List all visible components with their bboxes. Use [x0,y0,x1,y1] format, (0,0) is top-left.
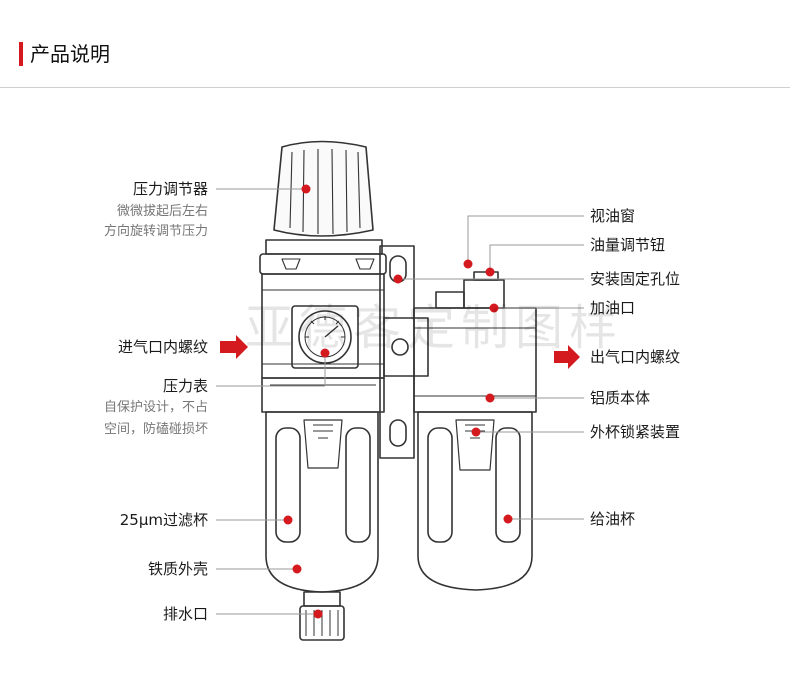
callout-dots [283,184,513,619]
label-inlet: 进气口内螺纹 [117,338,208,356]
label-drain: 排水口 [162,605,208,623]
outlet-arrow-icon [554,345,580,369]
label-bowl-lock: 外杯锁紧装置 [590,423,681,441]
callout-dot-icon [292,564,302,574]
callout-dot-icon [320,348,330,358]
callout-dot-icon [485,393,495,403]
regulator-desc-1: 微微拔起后左右 [116,204,208,219]
callout-dot-icon [283,515,293,525]
label-mount-hole: 安装固定孔位 [590,270,681,288]
inlet-arrow-icon [220,335,248,359]
label-aluminum-body: 铝质本体 [590,389,651,407]
title-divider [0,87,790,88]
title-accent-bar [19,42,23,66]
label-iron-shell: 铁质外壳 [147,560,208,578]
gauge-desc-2: 空间，防磕碰损坏 [103,422,208,437]
device-outline [259,140,537,641]
label-sight-window: 视油窗 [590,207,636,225]
label-outlet: 出气口内螺纹 [590,348,681,366]
regulator-desc-2: 方向旋转调节压力 [103,224,208,239]
label-oil-bowl: 给油杯 [590,510,636,528]
callout-dot-icon [301,184,311,194]
callout-dot-icon [489,303,499,313]
label-gauge: 压力表 [162,377,208,395]
leader-oil-knob [489,244,584,270]
gauge-desc-1: 自保护设计，不占 [103,400,208,415]
callout-dot-icon [471,427,481,437]
watermark: 亚德客定制图样 [245,300,624,356]
label-oil-fill: 加油口 [590,299,636,317]
label-oil-adjust-knob: 油量调节钮 [590,236,666,254]
callout-dot-icon [463,259,473,269]
page-title: 产品说明 [30,42,110,66]
callout-dot-icon [485,267,495,277]
callout-dot-icon [313,609,323,619]
leader-lines [216,188,584,615]
label-filter-bowl: 25μm过滤杯 [119,511,208,529]
section-header: 产品说明 [0,0,790,90]
label-regulator: 压力调节器 [132,180,208,198]
callout-dot-icon [503,514,513,524]
leader-sight-window [467,215,584,262]
callout-dot-icon [393,274,403,284]
